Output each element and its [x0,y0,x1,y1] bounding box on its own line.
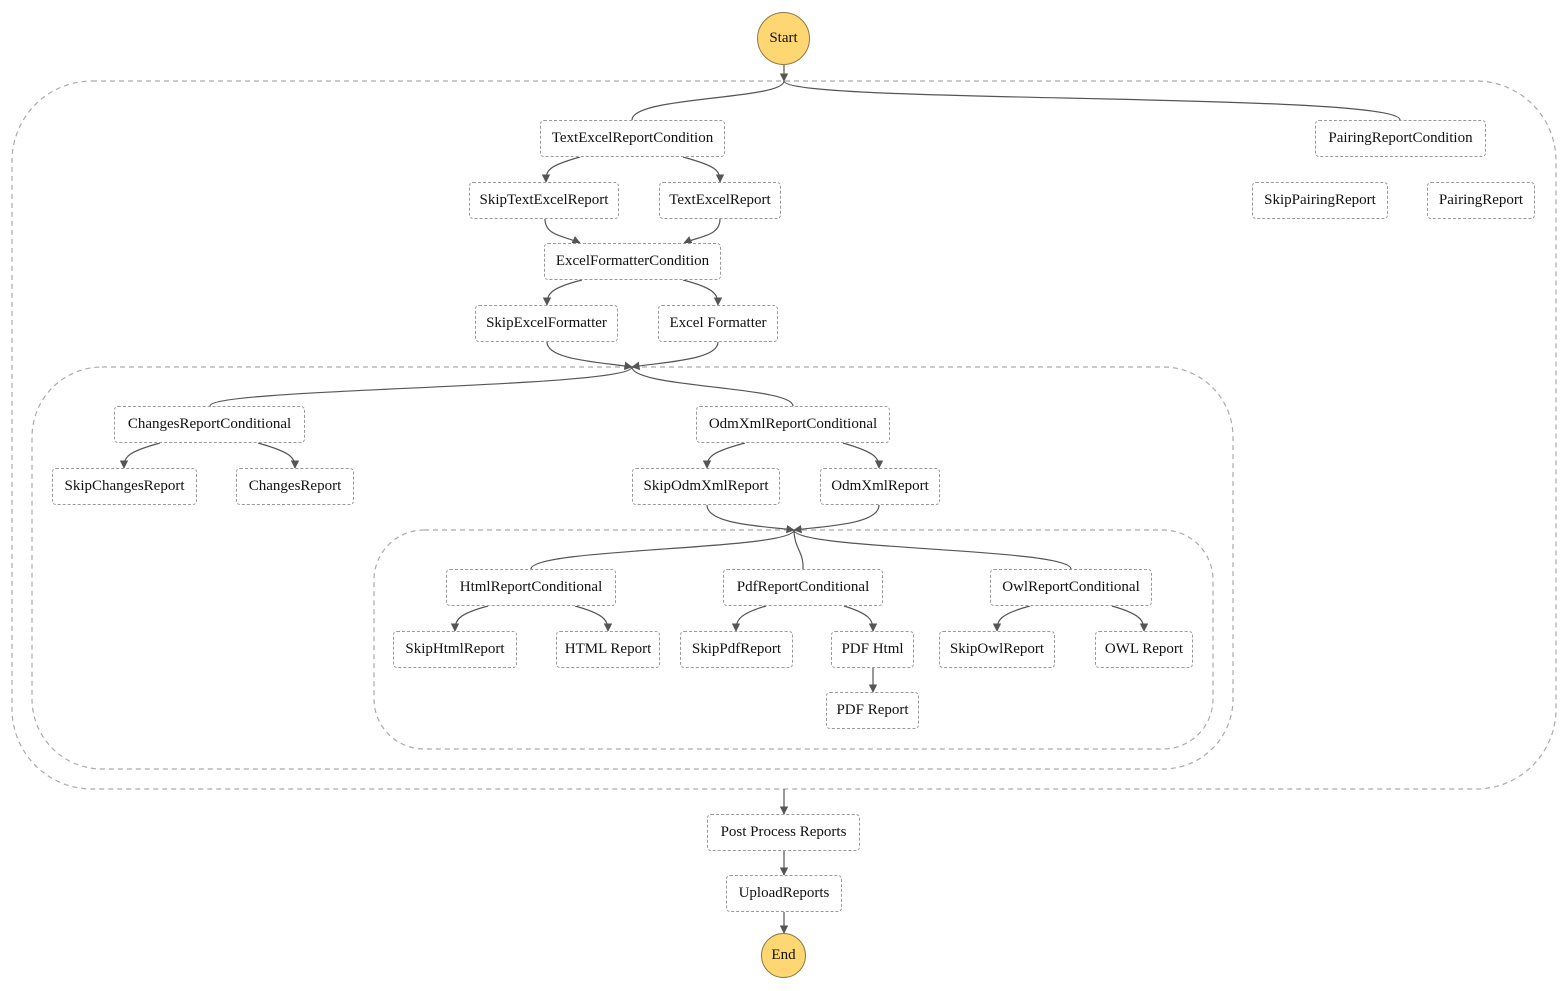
edge-hrc-to-run [574,605,613,632]
edge-skip-to-efc [544,218,581,244]
pdf-html-node[interactable]: PDF Html [831,631,914,668]
end-node[interactable]: End [761,933,806,978]
pairing-report-condition-node[interactable]: PairingReportCondition [1315,120,1486,157]
edge-sox-to-join [706,504,795,534]
odm-xml-report-node[interactable]: OdmXmlReport [820,468,940,505]
edge-pdfc-to-skip [731,605,767,632]
edge-ox-to-join [793,504,880,534]
excel-formatter-node[interactable]: Excel Formatter [658,305,778,342]
skip-text-excel-report-node[interactable]: SkipTextExcelReport [469,182,619,219]
changes-report-node[interactable]: ChangesReport [236,468,354,505]
html-report-conditional-node[interactable]: HtmlReportConditional [446,569,616,606]
edge-orc-to-run [1111,605,1149,632]
edge-crc-to-skip [119,442,161,469]
skip-excel-formatter-node[interactable]: SkipExcelFormatter [475,305,618,342]
edge-run-to-efc [683,218,721,244]
edge-efc-to-skip [542,279,583,306]
edge-efc-to-run [682,279,723,306]
skip-pairing-report-node[interactable]: SkipPairingReport [1252,182,1388,219]
skip-owl-report-node[interactable]: SkipOwlReport [939,631,1055,668]
pdf-report-conditional-node[interactable]: PdfReportConditional [723,569,883,606]
post-process-reports-node[interactable]: Post Process Reports [707,814,860,851]
edge-tec-to-skip [541,156,581,183]
owl-report-node[interactable]: OWL Report [1095,631,1193,668]
edge-fork-text-excel [631,80,785,121]
edge-oxc-to-run [842,442,884,469]
excel-formatter-condition-node[interactable]: ExcelFormatterCondition [544,243,721,280]
text-excel-report-node[interactable]: TextExcelReport [659,182,781,219]
edge-oxc-to-skip [702,442,746,469]
edge-fork-html [530,529,795,570]
changes-report-conditional-node[interactable]: ChangesReportConditional [114,406,305,443]
parallel-group-reports [31,366,1234,770]
skip-pdf-report-node[interactable]: SkipPdfReport [680,631,793,668]
pairing-report-node[interactable]: PairingReport [1427,182,1535,219]
pdf-report-node[interactable]: PDF Report [826,692,919,729]
edge-fork-pdf [793,529,804,570]
edge-fork-changes [209,366,633,407]
html-report-node[interactable]: HTML Report [556,631,660,668]
start-node[interactable]: Start [757,12,810,65]
edge-fork-pairing [783,80,1401,121]
edge-pdfc-to-html [843,605,878,632]
skip-changes-report-node[interactable]: SkipChangesReport [52,468,197,505]
edge-orc-to-skip [992,605,1031,632]
text-excel-report-condition-node[interactable]: TextExcelReportCondition [540,120,725,157]
edge-fork-owl [793,529,1072,570]
edge-ef-to-join [631,341,719,370]
odm-xml-report-conditional-node[interactable]: OdmXmlReportConditional [696,406,890,443]
owl-report-conditional-node[interactable]: OwlReportConditional [990,569,1152,606]
edge-fork-odmxml [631,366,794,407]
skip-odm-xml-report-node[interactable]: SkipOdmXmlReport [632,468,780,505]
edge-hrc-to-skip [450,605,489,632]
edge-tec-to-run [682,156,725,183]
edge-crc-to-run [257,442,300,469]
skip-html-report-node[interactable]: SkipHtmlReport [393,631,517,668]
upload-reports-node[interactable]: UploadReports [726,875,842,912]
edge-sef-to-join [546,341,633,370]
